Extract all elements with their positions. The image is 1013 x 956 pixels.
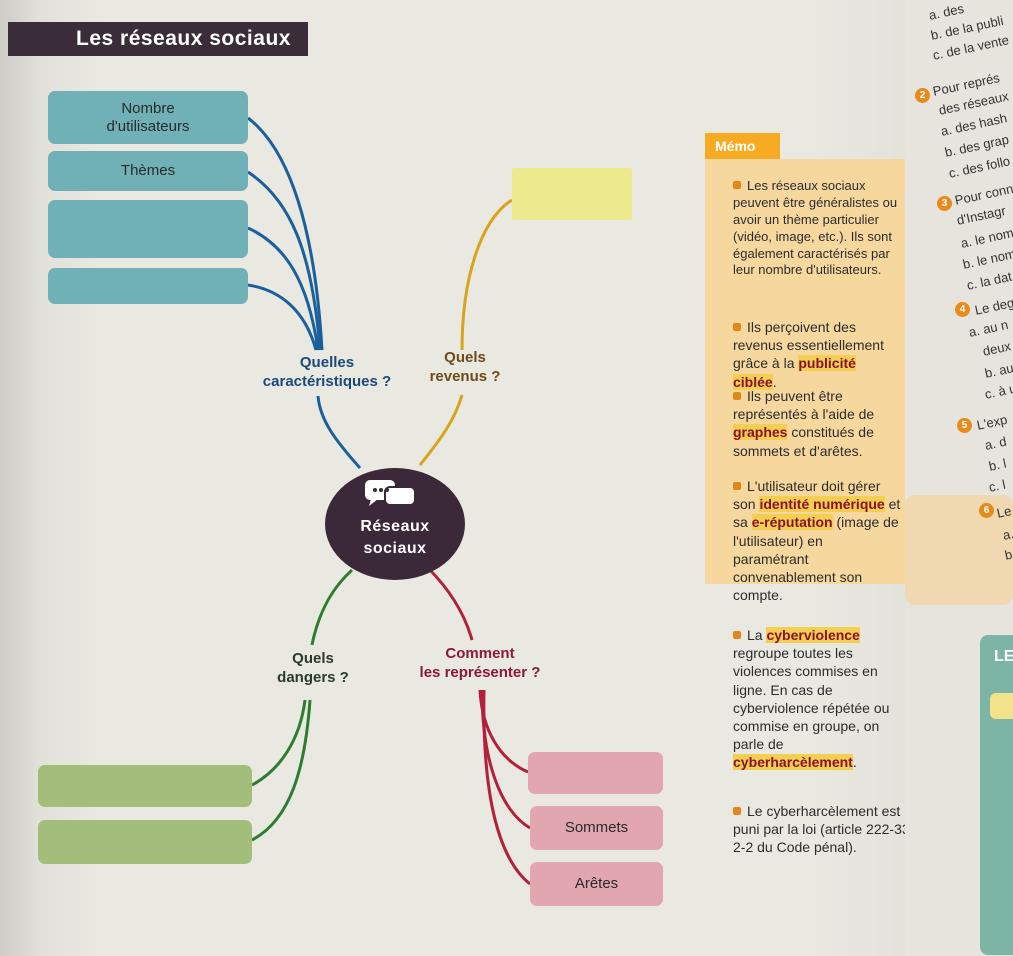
memo-p5-a: La — [747, 627, 767, 643]
danger-box-blank-1 — [38, 765, 252, 807]
memo-p4-a: L'utilisateur doit gérer son — [733, 478, 881, 513]
connector-center-dangers — [310, 568, 354, 646]
right-line: c. la dat — [965, 268, 1013, 293]
memo-p4-highlight-1: identité numérique — [759, 496, 885, 513]
characteristic-box-blank-1 — [48, 200, 248, 258]
right-line: a. au n — [967, 316, 1010, 340]
branch-label-characteristics: Quelles caractéristiques ? — [252, 354, 402, 392]
right-line: c. l — [987, 476, 1007, 495]
memo-p5-red: cyberharcèlement — [733, 754, 853, 771]
characteristic-box-themes: Thèmes — [48, 151, 248, 191]
memo-paragraph-2: Ils perçoivent des revenus essentielleme… — [733, 318, 903, 391]
branch-label-represent-line1: Comment — [445, 645, 515, 662]
right-line: L'exp — [975, 411, 1009, 433]
memo-p5-c: . — [852, 754, 857, 771]
connector-characteristics-box3 — [247, 226, 320, 351]
right-yellow-tag — [990, 693, 1013, 719]
memo-p1-text: Les réseaux sociaux peuvent être général… — [733, 178, 898, 278]
memo-p3-a: Ils peuvent être représentés à l'aide de — [733, 388, 875, 423]
represent-box-sommets: Sommets — [530, 806, 663, 850]
branch-label-revenues: Quels revenus ? — [420, 349, 510, 387]
branch-label-represent: Comment les représenter ? — [405, 645, 555, 683]
question-number-badge: 6 — [979, 503, 994, 518]
represent-box-blank — [528, 752, 663, 794]
memo-p6-text: Le cyberharcèlement est puni par la loi … — [733, 803, 915, 856]
right-line: Le deg — [973, 294, 1013, 318]
branch-label-revenues-line2: revenus ? — [429, 367, 501, 385]
right-line: deux — [981, 338, 1013, 359]
memo-p2-b: . — [772, 373, 777, 390]
characteristic-box-blank-2 — [48, 268, 248, 304]
memo-p4-mid: et sa — [733, 496, 901, 531]
right-line: b. l — [987, 455, 1008, 474]
connector-revenues-box — [460, 198, 513, 351]
memo-paragraph-4: L'utilisateur doit gérer son identité nu… — [733, 477, 901, 604]
memo-paragraph-3: Ils peuvent être représentés à l'aide de… — [733, 387, 893, 460]
right-column-beige-panel — [905, 495, 1013, 605]
center-label: Réseaux sociaux — [325, 516, 465, 559]
right-line: Le — [995, 503, 1013, 521]
center-label-line1: Réseaux — [360, 518, 430, 535]
connector-characteristics-box2 — [247, 170, 322, 351]
connector-dangers-box2 — [251, 699, 312, 842]
memo-p4-highlight-2: e-réputation — [751, 514, 833, 531]
revenue-box-blank — [512, 168, 632, 220]
bullet-icon — [733, 482, 741, 490]
memo-p4-b: (image de l'utilisateur) en paramétrant … — [733, 514, 899, 604]
memo-p5-highlight: cyberviolence — [766, 627, 860, 643]
right-teal-label: LE — [994, 648, 1013, 665]
memo-p2-a: Ils perçoivent des revenus essentielleme… — [733, 319, 884, 372]
memo-paragraph-6: Le cyberharcèlement est puni par la loi … — [733, 802, 923, 857]
right-line: c. à u — [983, 380, 1013, 402]
right-line: a. des — [927, 0, 966, 23]
memo-paragraph-1: Les réseaux sociaux peuvent être général… — [733, 178, 898, 279]
right-line: d'Instagr — [955, 202, 1007, 228]
connector-represent-box3 — [482, 689, 531, 886]
memo-p3-highlight: graphes — [733, 424, 788, 441]
bullet-icon — [733, 181, 741, 189]
bullet-icon — [733, 631, 741, 639]
represent-box-aretes: Arêtes — [530, 862, 663, 906]
bullet-icon — [733, 807, 741, 815]
speech-bubbles-icon — [365, 480, 416, 506]
branch-label-represent-line2: les représenter ? — [419, 663, 541, 681]
memo-tab: Mémo — [705, 133, 780, 159]
question-number-badge: 3 — [937, 196, 952, 211]
right-line: a. d — [983, 433, 1008, 453]
danger-box-blank-2 — [38, 820, 252, 864]
connector-center-revenues — [418, 394, 464, 466]
memo-p5-b: regroupe toutes les violences commises e… — [733, 645, 890, 753]
right-line: a. — [1001, 525, 1013, 543]
right-teal-panel — [980, 635, 1013, 955]
connector-center-represent — [426, 566, 474, 641]
right-line: b. au — [983, 360, 1013, 381]
characteristic-box-users: Nombre d'utilisateurs — [48, 91, 248, 144]
center-node: Réseaux sociaux — [325, 468, 465, 580]
connector-center-characteristics — [316, 395, 362, 469]
branch-label-dangers-line2: dangers ? — [277, 668, 349, 686]
branch-label-dangers-line1: Quels — [292, 650, 334, 667]
bullet-icon — [733, 323, 741, 331]
memo-p3-b: constitués de sommets et d'arêtes. — [733, 424, 874, 459]
question-number-badge: 2 — [915, 88, 930, 103]
branch-label-characteristics-line2: caractéristiques ? — [262, 372, 392, 390]
memo-panel — [705, 159, 905, 584]
question-number-badge: 5 — [957, 418, 972, 433]
question-number-badge: 4 — [955, 302, 970, 317]
right-line: b. le nom — [961, 246, 1013, 272]
connector-dangers-box1 — [251, 699, 307, 787]
connector-characteristics-box4 — [247, 283, 318, 351]
center-label-line2: sociaux — [363, 539, 427, 557]
branch-label-revenues-line1: Quels — [444, 349, 486, 366]
branch-label-characteristics-line1: Quelles — [299, 354, 355, 371]
page-title: Les réseaux sociaux — [8, 22, 308, 56]
branch-label-dangers: Quels dangers ? — [268, 650, 358, 688]
bullet-icon — [733, 392, 741, 400]
connector-characteristics-box1 — [247, 116, 324, 351]
memo-paragraph-5: La cyberviolence regroupe toutes les vio… — [733, 626, 898, 772]
